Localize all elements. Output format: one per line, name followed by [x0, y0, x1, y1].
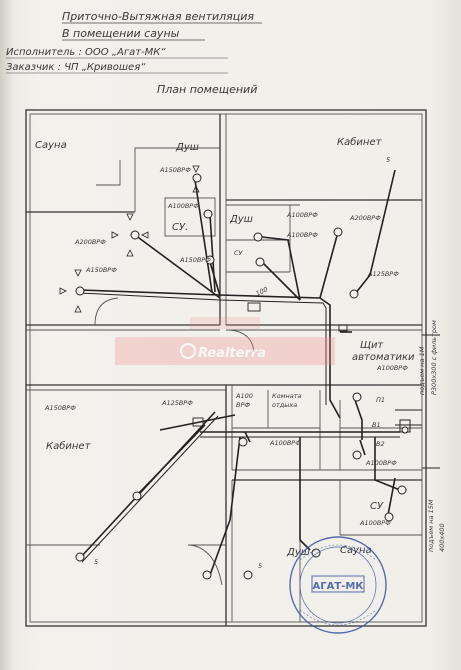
room-cu-bottom: СУ: [370, 501, 384, 512]
room-shower-bottom: Душ: [286, 547, 310, 558]
title-line-2: В помещении сауны: [62, 27, 180, 40]
room-rest-2: отдыха: [272, 401, 297, 409]
note-up-bottom: подъем на 15М: [427, 499, 435, 552]
room-sauna-top: Сауна: [35, 140, 67, 151]
room-cu-left: СУ.: [172, 222, 188, 233]
label-a100-rest3: А100ВРФ: [269, 439, 301, 447]
room-control-2: автоматики: [352, 352, 415, 363]
label-p1: П1: [376, 396, 385, 404]
label-a150-bottom: А150ВРФ: [44, 404, 76, 412]
label-a125-bottom: А125ВРФ: [161, 399, 193, 407]
title-line-1: Приточно-Вытяжная вентиляция: [62, 10, 254, 23]
label-a100-cu: А100ВРФ: [167, 202, 199, 210]
label-a100-rest-2: ВРФ: [236, 401, 250, 409]
label-v2: В2: [376, 440, 385, 448]
note-up-bottom-2: 400х400: [438, 523, 446, 552]
label-a100-shower-1: А100ВРФ: [286, 211, 318, 219]
room-rest-1: Комната: [272, 392, 302, 400]
room-sauna-bottom: Сауна: [340, 545, 372, 556]
company-stamp: АГАТ-МК: [289, 536, 387, 634]
label-a100-shower-2: А100ВРФ: [286, 231, 318, 239]
label-a200-left: А200ВРФ: [74, 238, 106, 246]
room-control-1: Щит: [360, 340, 384, 351]
label-a200-office: А200ВРФ: [349, 214, 381, 222]
label-a150-mid: А150ВРФ: [179, 256, 211, 264]
watermark: Realterra: [115, 317, 335, 365]
room-shower-top: Душ: [175, 142, 199, 153]
room-office-bottom: Кабинет: [46, 440, 92, 452]
label-a150-left: А150ВРФ: [85, 266, 117, 274]
stamp-name: АГАТ-МК: [313, 581, 365, 592]
label-a100-v2: А100ВРФ: [365, 459, 397, 467]
label-a125-office: А125ВРФ: [367, 270, 399, 278]
room-office-top: Кабинет: [337, 136, 383, 148]
executor-line: Исполнитель : ООО „Агат-МК“: [6, 47, 166, 58]
customer-line: Заказчик : ЧП „Кривошея“: [6, 62, 146, 73]
label-v1: В1: [372, 421, 381, 429]
label-d5a: 5: [386, 156, 390, 164]
note-up-right-2: Р300х300 с фильтром: [430, 320, 438, 395]
label-a150-top: А150ВРФ: [159, 166, 191, 174]
room-shower-mid: Душ: [229, 214, 253, 225]
note-up-right: подъем на 1М: [418, 346, 426, 395]
room-cu-mid: СУ: [234, 249, 244, 257]
label-a100-rest-1: А100: [235, 392, 253, 400]
plan-title: План помещений: [157, 83, 257, 96]
label-d5c: 5: [258, 562, 262, 570]
label-d5b: 5: [94, 558, 98, 566]
label-a100-cu-bottom: А100ВРФ: [359, 519, 391, 527]
label-a100-control: А100ВРФ: [376, 364, 408, 372]
watermark-text: Realterra: [198, 346, 266, 361]
